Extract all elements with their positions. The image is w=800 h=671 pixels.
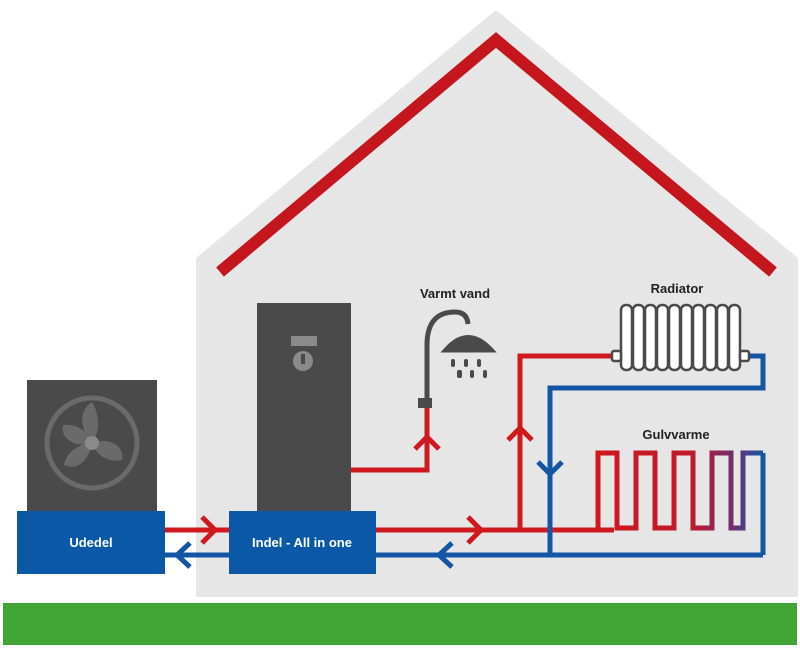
shower-icon xyxy=(418,309,497,408)
roof xyxy=(216,32,777,277)
supply-arrow-up-shower xyxy=(413,433,441,451)
supply-arrow-up-riser xyxy=(506,424,534,442)
indoor-unit-label: Indel - All in one xyxy=(252,535,352,550)
radiator-label: Radiator xyxy=(651,281,704,296)
supply-pipes xyxy=(165,353,614,533)
return-arrow-down-riser xyxy=(536,460,564,478)
hot-water-label: Varmt vand xyxy=(420,286,490,301)
indoor-unit-box xyxy=(229,511,376,574)
outdoor-unit-casing xyxy=(27,380,157,512)
fan-icon xyxy=(44,395,140,491)
floor-heating-coil-icon xyxy=(595,450,763,531)
return-arrow-left-main xyxy=(435,541,454,569)
supply-arrow-right-main xyxy=(466,515,485,545)
floor-heating-label: Gulvvarme xyxy=(642,427,709,442)
outdoor-unit-box xyxy=(17,511,165,574)
grass-strip xyxy=(3,603,797,645)
return-arrow-left-outdoor xyxy=(173,541,192,569)
flow-arrows xyxy=(173,424,564,569)
outdoor-unit-label: Udedel xyxy=(69,535,112,550)
supply-arrow-right-outdoor xyxy=(200,515,219,545)
radiator-icon xyxy=(610,303,751,372)
indoor-unit-cabinet xyxy=(257,303,351,513)
